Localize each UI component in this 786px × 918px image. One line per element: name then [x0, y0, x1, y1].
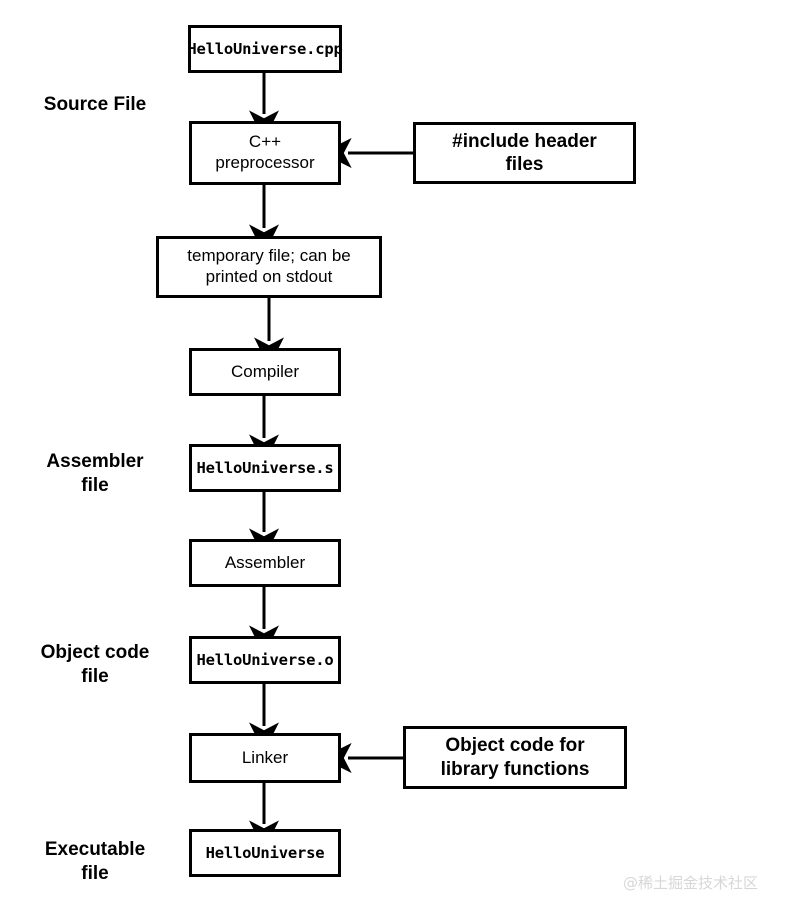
node-library-object-code[interactable]: Object code for library functions: [403, 726, 627, 789]
node-compiler-label: Compiler: [230, 361, 300, 381]
node-object-file[interactable]: HelloUniverse.o: [189, 636, 341, 684]
stage-label-executable-file-text: Executable file: [44, 839, 146, 884]
stage-label-object-code-file-text: Object code file: [40, 642, 150, 687]
node-library-object-code-label: Object code for library functions: [440, 735, 590, 780]
stage-label-source-file: Source File: [20, 93, 170, 117]
watermark: @稀土掘金技术社区: [623, 872, 758, 893]
stage-label-object-code-file: Object code file: [20, 641, 170, 689]
node-include-header-files-label: #include header files: [452, 130, 597, 175]
node-assembly-file[interactable]: HelloUniverse.s: [189, 444, 341, 492]
node-assembler-label: Assembler: [224, 552, 306, 572]
watermark-text: @稀土掘金技术社区: [623, 874, 759, 892]
node-executable-file-label: HelloUniverse: [205, 843, 325, 862]
stage-label-executable-file: Executable file: [20, 838, 170, 886]
node-executable-file[interactable]: HelloUniverse: [189, 829, 341, 877]
node-source-file-label: HelloUniverse.cpp: [187, 39, 343, 58]
stage-label-assembler-file: Assembler file: [20, 450, 170, 498]
node-preprocessor-label: C++ preprocessor: [215, 132, 315, 172]
node-assembler[interactable]: Assembler: [189, 539, 341, 587]
node-source-file[interactable]: HelloUniverse.cpp: [187, 25, 343, 73]
node-object-file-label: HelloUniverse.o: [196, 650, 334, 669]
node-temporary-file[interactable]: temporary file; can be printed on stdout: [156, 236, 382, 298]
node-preprocessor[interactable]: C++ preprocessor: [189, 121, 341, 185]
node-compiler[interactable]: Compiler: [189, 348, 341, 396]
stage-label-assembler-file-text: Assembler file: [46, 451, 144, 496]
node-assembly-file-label: HelloUniverse.s: [196, 458, 334, 477]
node-include-header-files[interactable]: #include header files: [413, 122, 636, 184]
node-linker[interactable]: Linker: [189, 733, 341, 783]
stage-label-source-file-text: Source File: [43, 94, 147, 115]
node-linker-label: Linker: [241, 747, 289, 767]
node-temporary-file-label: temporary file; can be printed on stdout: [187, 246, 351, 286]
